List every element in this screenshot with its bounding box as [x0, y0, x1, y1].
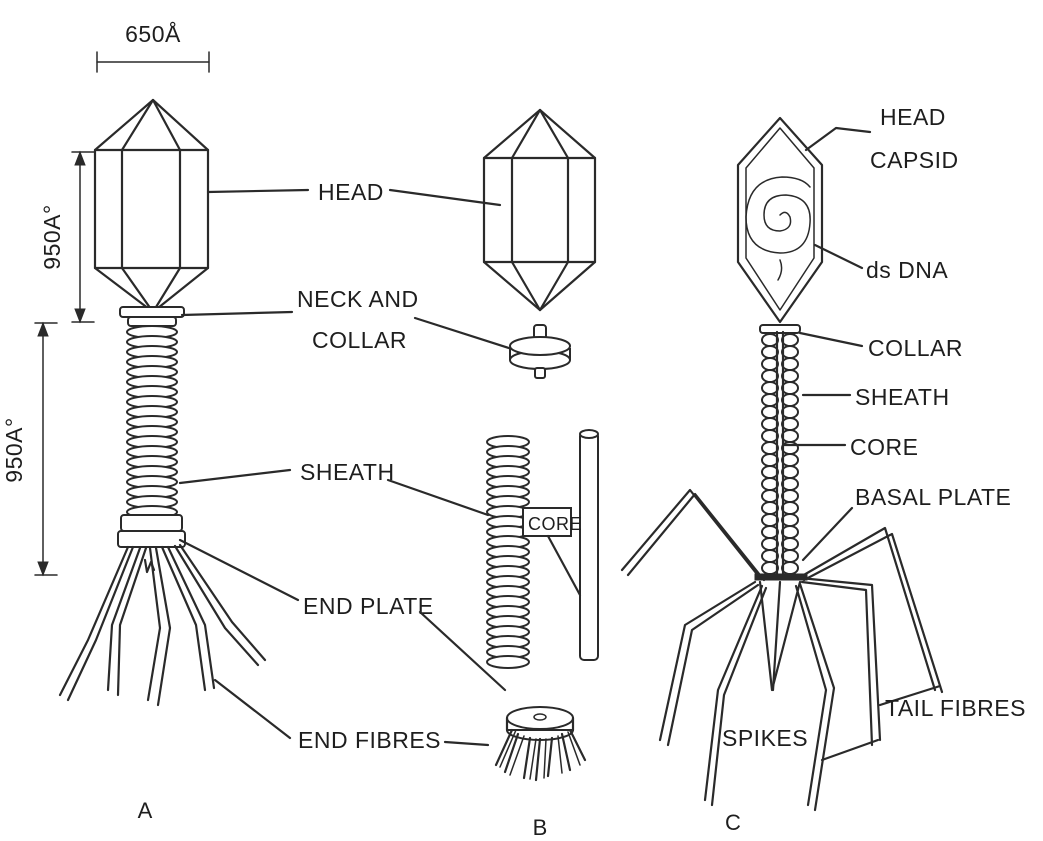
sheath-segment [782, 334, 798, 346]
sheath-segment [762, 562, 778, 574]
width-scale-label: 650Å [125, 20, 181, 47]
sheath-segment [782, 430, 798, 442]
sheath-segment [782, 538, 798, 550]
label-core-b: CORE [528, 514, 582, 534]
sheath-segment [762, 370, 778, 382]
sheath-segment [762, 394, 778, 406]
sheath-segment [762, 442, 778, 454]
panel-a-letter: A [138, 798, 153, 823]
sheath-segment [762, 514, 778, 526]
phage-b-sheath [487, 436, 529, 668]
sheath-segment [782, 382, 798, 394]
sheath-segment [762, 502, 778, 514]
sheath-segment [782, 394, 798, 406]
sheath-segment [782, 454, 798, 466]
phage-c-sheath [762, 334, 798, 574]
phage-a-head [95, 100, 208, 312]
sheath-ring [487, 656, 529, 668]
label-sheath: SHEATH [300, 459, 395, 485]
sheath-segment [782, 442, 798, 454]
head-height-dimension: 950A° [39, 152, 94, 322]
panel-b-letter: B [533, 815, 548, 840]
label-c-sheath: SHEATH [855, 384, 950, 410]
sheath-segment [782, 370, 798, 382]
label-c-capsid: CAPSID [870, 147, 959, 173]
sheath-segment [782, 514, 798, 526]
phage-c-collar [760, 325, 800, 333]
phage-a-collar [120, 307, 184, 326]
sheath-segment [762, 334, 778, 346]
sheath-segment [782, 358, 798, 370]
label-tail-fibres: TAIL FIBRES [885, 695, 1026, 721]
sheath-segment [762, 406, 778, 418]
sheath-segment [762, 382, 778, 394]
panel-b: CORE B [484, 110, 598, 840]
sheath-segment [782, 550, 798, 562]
sheath-segment [782, 418, 798, 430]
tail-height-dimension: 950A° [1, 323, 57, 575]
label-end-plate: END PLATE [303, 593, 434, 619]
sheath-segment [782, 490, 798, 502]
phage-b-head [484, 110, 595, 310]
sheath-segment [782, 466, 798, 478]
sheath-segment [762, 418, 778, 430]
sheath-segment [762, 490, 778, 502]
panel-c-letter: C [725, 810, 741, 835]
sheath-segment [782, 562, 798, 574]
label-neck-line1: NECK AND [297, 286, 419, 312]
phage-c-spikes [760, 582, 800, 690]
phage-b-collar [510, 325, 570, 378]
sheath-segment [782, 478, 798, 490]
sheath-segment [782, 502, 798, 514]
phage-b-core: CORE [523, 430, 598, 660]
sheath-segment [782, 346, 798, 358]
phage-c-core [777, 332, 783, 578]
label-basal-plate: BASAL PLATE [855, 484, 1011, 510]
sheath-segment [762, 358, 778, 370]
sheath-segment [762, 454, 778, 466]
sheath-segment [762, 538, 778, 550]
label-collar: COLLAR [868, 335, 963, 361]
sheath-segment [782, 406, 798, 418]
sheath-segment [762, 346, 778, 358]
label-spikes: SPIKES [722, 725, 808, 751]
label-c-head: HEAD [880, 104, 946, 130]
panel-a-labels: HEAD NECK AND COLLAR SHEATH END PLATE EN… [180, 179, 515, 753]
sheath-segment [762, 526, 778, 538]
sheath-segment [782, 526, 798, 538]
label-c-core: CORE [850, 434, 918, 460]
sheath-segment [762, 430, 778, 442]
label-head: HEAD [318, 179, 384, 205]
head-height-label: 950A° [39, 204, 65, 269]
phage-b-end-plate [496, 707, 585, 780]
sheath-segment [762, 550, 778, 562]
label-end-fibres: END FIBRES [298, 727, 441, 753]
label-dna: ds DNA [866, 257, 948, 283]
sheath-segment [762, 478, 778, 490]
tail-height-label: 950A° [1, 417, 27, 482]
dna-spiral [746, 177, 810, 280]
sheath-segment [762, 466, 778, 478]
width-scale-bar: 650Å [97, 20, 209, 72]
phage-a-tail-fibres [60, 545, 265, 705]
label-neck-line2: COLLAR [312, 327, 407, 353]
phage-a-sheath [127, 326, 177, 518]
panel-a: 650Å 950A° 950A° [1, 20, 265, 823]
